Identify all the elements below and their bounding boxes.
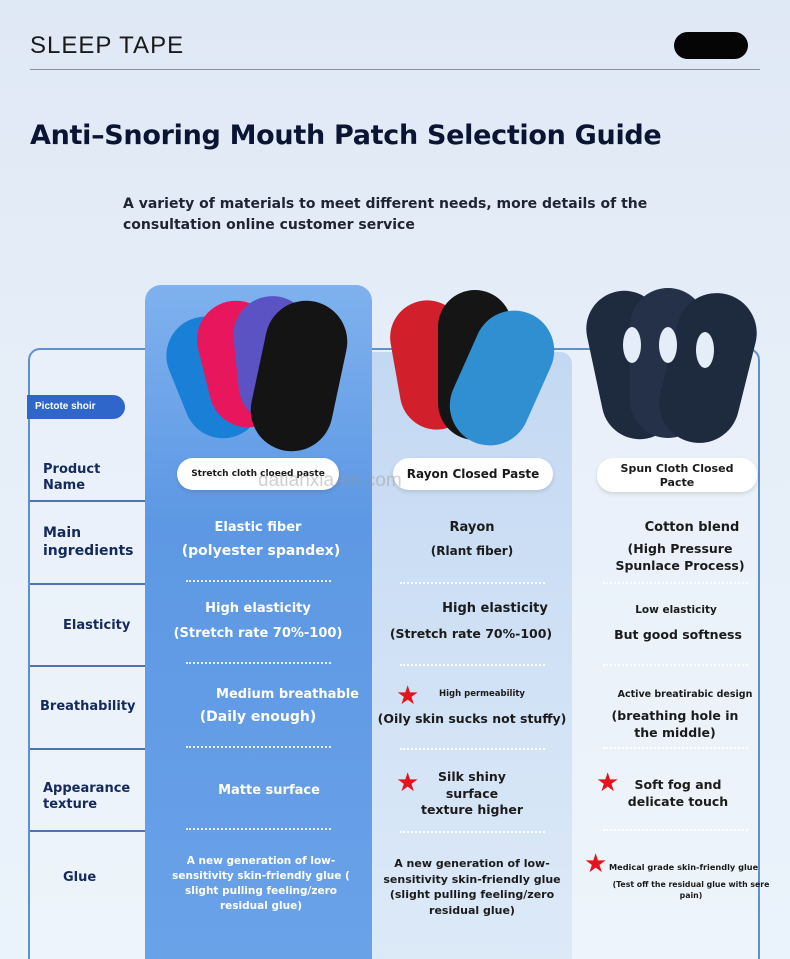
rayon-patch-group	[390, 290, 555, 446]
cell-divider	[186, 828, 331, 830]
watermark: datianxia.en.com	[258, 470, 402, 491]
page-subtitle: A variety of materials to meet different…	[123, 196, 648, 233]
product-name-spun: Spun Cloth Closed Pacte	[597, 458, 757, 492]
cell-divider	[400, 664, 545, 666]
row-label-glue: Glue	[63, 870, 97, 885]
stretch-breath-1: Medium breathable	[216, 687, 359, 702]
stretch-elasticity-2: (Stretch rate 70%-100)	[173, 626, 343, 641]
row-divider	[30, 830, 145, 832]
product-name-stretch: Stretch cloth cloeed paste	[177, 458, 339, 490]
black-patch	[250, 300, 348, 452]
page-title: Anti–Snoring Mouth Patch Selection Guide	[30, 120, 662, 151]
star-icon: ★	[396, 768, 420, 798]
row-label-product-name: Product Name	[43, 462, 101, 493]
cell-divider	[186, 662, 331, 664]
spun-ingredients-2: (High Pressure Spunlace Process)	[615, 541, 745, 573]
row-divider	[30, 665, 145, 667]
rayon-ingredients-2: (Rlant fiber)	[430, 544, 514, 558]
picture-row-tag: Pictote shoir	[27, 395, 125, 419]
row-divider	[30, 748, 145, 750]
cell-divider	[603, 664, 748, 666]
rayon-ingredients-1: Rayon	[449, 520, 495, 535]
row-label-appearance: Appearance texture	[43, 781, 131, 812]
header-divider	[30, 69, 760, 70]
column-rayon-background	[372, 352, 572, 959]
rayon-elasticity-2: (Stretch rate 70%-100)	[389, 626, 553, 641]
cell-divider	[603, 829, 748, 831]
spun-ingredients-1: Cotton blend	[644, 520, 740, 535]
brand-label: SLEEP TAPE	[30, 32, 185, 59]
stretch-breath-2: (Daily enough)	[199, 709, 317, 725]
spun-appearance: Soft fog and delicate touch	[627, 777, 729, 809]
stretch-patch-group	[166, 296, 348, 452]
stretch-elasticity-1: High elasticity	[205, 601, 311, 616]
cell-divider	[400, 831, 545, 833]
stretch-glue: A new generation of low- sensitivity ski…	[172, 855, 350, 912]
row-label-elasticity: Elasticity	[63, 618, 131, 633]
navy-patch	[659, 293, 757, 443]
stretch-ingredients-1: Elastic fiber	[214, 520, 302, 535]
stretch-appearance: Matte surface	[218, 783, 320, 798]
row-divider	[30, 583, 145, 585]
cell-divider	[400, 748, 545, 750]
spun-elasticity-1: Low elasticity	[635, 604, 717, 616]
cell-divider	[603, 747, 748, 749]
spun-breath-2: (breathing hole in the middle)	[611, 708, 739, 740]
rayon-glue: A new generation of low- sensitivity ski…	[383, 857, 561, 917]
rayon-appearance: Silk shiny surface texture higher	[420, 769, 524, 817]
cell-divider	[603, 582, 748, 584]
spun-glue-2: (Test off the residual glue with sere pa…	[612, 880, 770, 900]
cell-divider	[186, 746, 331, 748]
rayon-breath-2: (Oily skin sucks not stuffy)	[377, 711, 567, 726]
breathing-hole	[623, 327, 641, 363]
row-label-breathability: Breathability	[40, 699, 136, 714]
star-icon: ★	[396, 681, 420, 711]
spun-patch-group	[586, 288, 757, 443]
product-name-rayon: Rayon Closed Paste	[393, 458, 553, 490]
row-divider	[30, 500, 145, 502]
spun-elasticity-2: But good softness	[614, 627, 742, 642]
cell-divider	[186, 580, 331, 582]
rayon-elasticity-1: High elasticity	[442, 601, 548, 616]
black-pill-decoration	[674, 32, 748, 59]
blue-patch	[449, 310, 555, 446]
stretch-ingredients-2: (polyester spandex)	[181, 543, 341, 559]
breathing-hole	[659, 327, 677, 363]
breathing-hole	[696, 332, 714, 368]
star-icon: ★	[584, 849, 608, 879]
star-icon: ★	[596, 768, 620, 798]
rayon-breath-1: High permeability	[439, 689, 525, 699]
cell-divider	[400, 582, 545, 584]
row-label-main-ingredients: Main ingredients	[43, 525, 134, 559]
spun-breath-1: Active breatirabic design	[617, 689, 753, 700]
spun-glue-1: Medical grade skin-friendly glue	[609, 862, 759, 872]
